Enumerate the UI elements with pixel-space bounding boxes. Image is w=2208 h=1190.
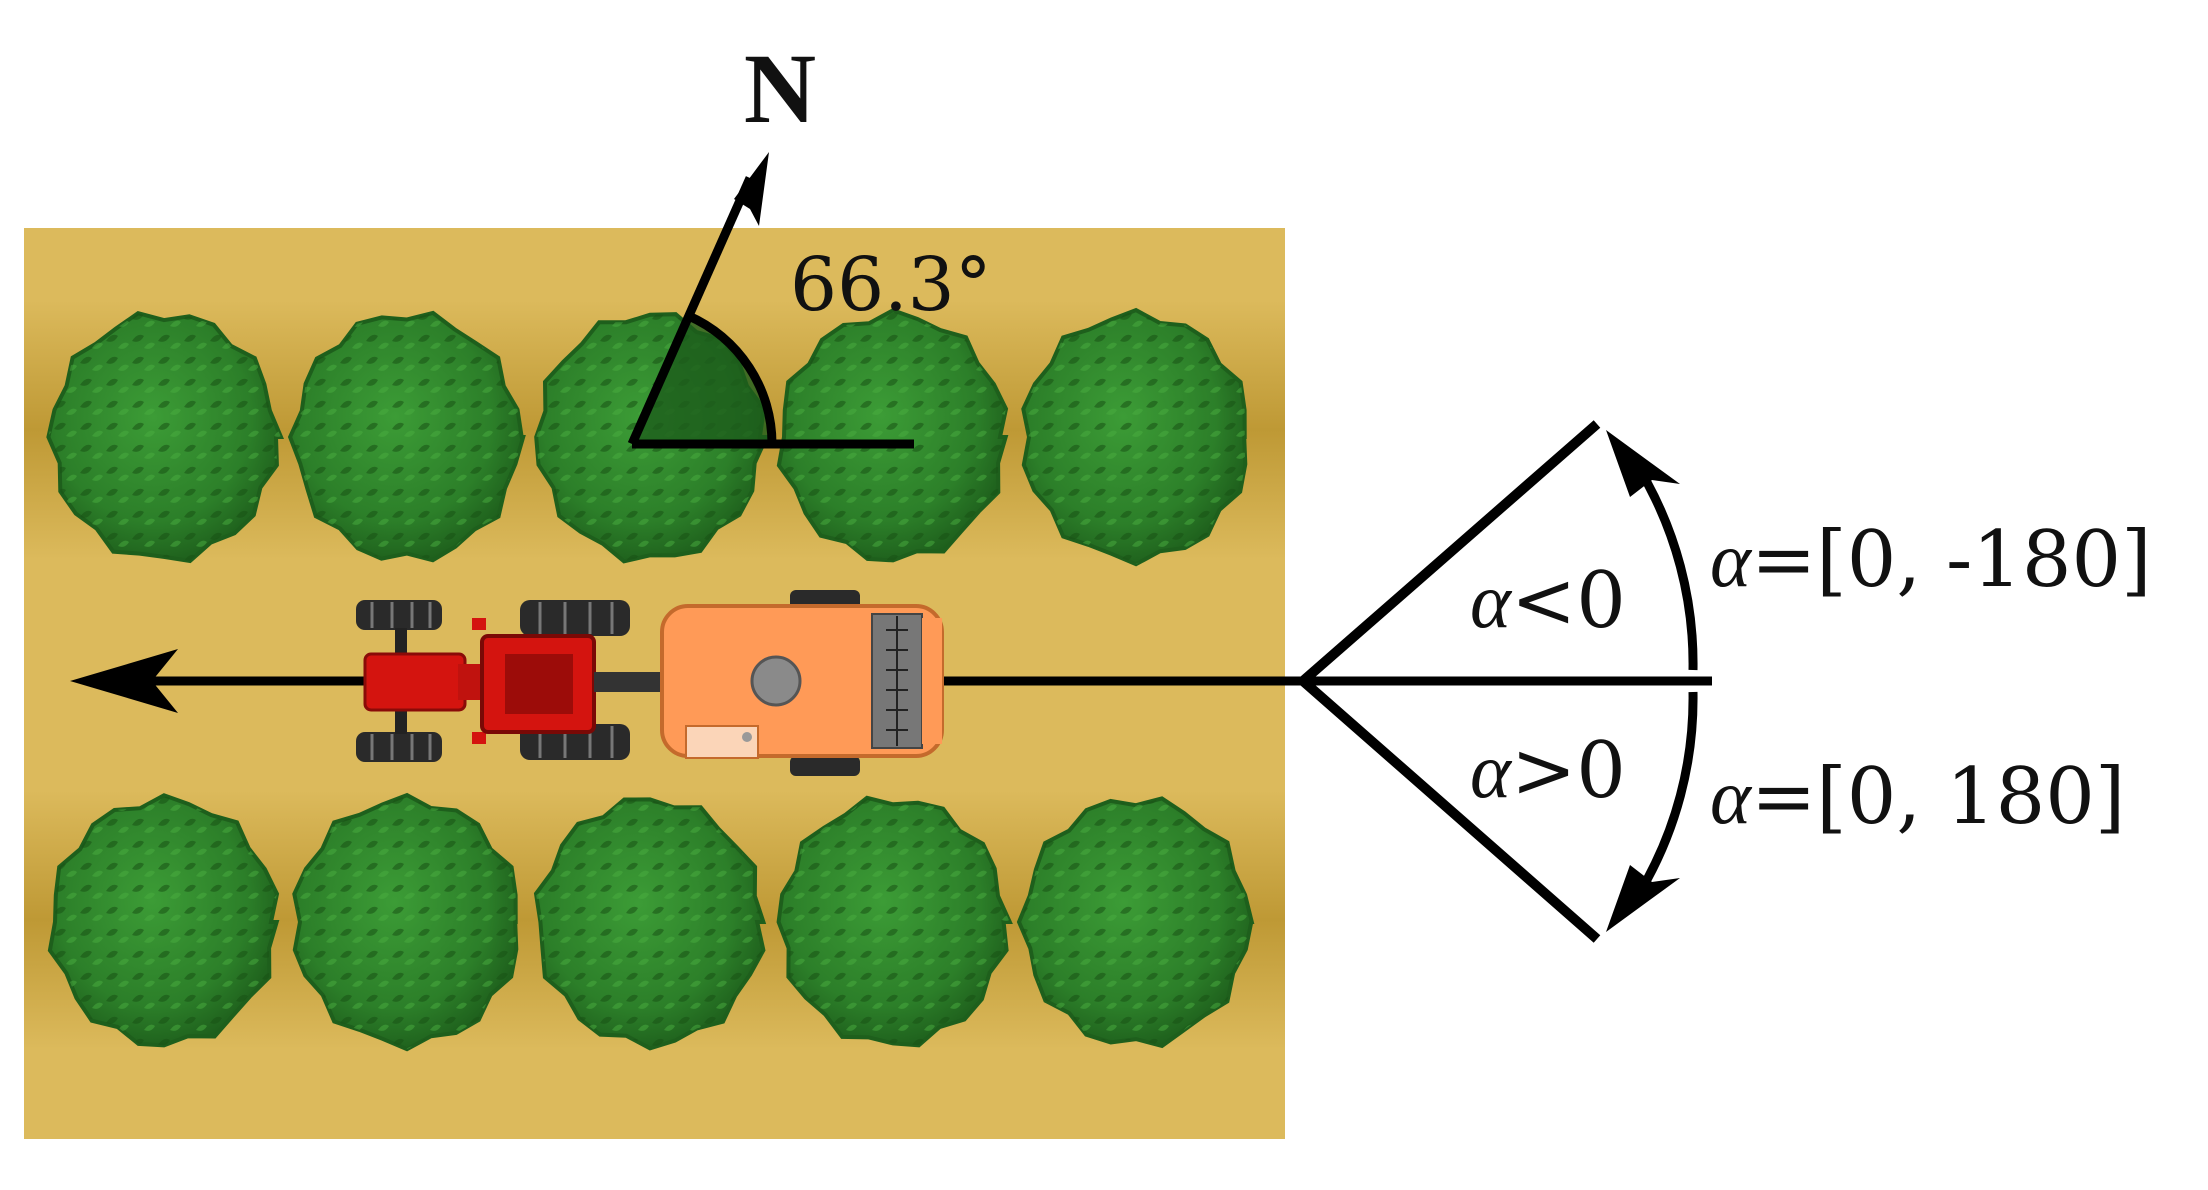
north-arrowhead-icon bbox=[734, 152, 769, 226]
lower-sweep-arrowhead-icon bbox=[1606, 865, 1680, 932]
bush-icon bbox=[1016, 796, 1255, 1049]
upper-sweep-arrowhead-icon bbox=[1606, 430, 1680, 497]
bush-icon bbox=[1021, 307, 1248, 567]
heading-angle-label: 66.3° bbox=[790, 242, 992, 328]
upper-sweep-arc bbox=[1636, 467, 1698, 671]
lower-sweep-arc bbox=[1636, 691, 1698, 895]
alpha-negative-label: α<0 bbox=[1470, 556, 1626, 646]
north-heading-indicator: N 66.3° bbox=[627, 33, 992, 449]
heading-arrowhead-icon bbox=[70, 649, 178, 713]
bush-icon bbox=[533, 797, 767, 1051]
north-line bbox=[627, 176, 755, 446]
bush-icon bbox=[47, 793, 280, 1048]
alpha-positive-label: α>0 bbox=[1470, 726, 1626, 816]
bush-icon bbox=[287, 310, 526, 563]
steering-angle-sectors: α<0 α>0 α=[0, -180] α=[0, 180] bbox=[1298, 420, 2152, 943]
sprayer-icon bbox=[660, 590, 944, 776]
bush-icon bbox=[776, 308, 1009, 563]
bush-rows bbox=[46, 307, 1255, 1052]
alpha-negative-range-label: α=[0, -180] bbox=[1710, 515, 2152, 605]
heading-angle-arc bbox=[686, 311, 777, 445]
heading-angle-sector bbox=[632, 315, 772, 444]
north-label: N bbox=[744, 33, 816, 144]
bush-icon bbox=[292, 792, 519, 1052]
tractor-icon bbox=[356, 600, 664, 762]
bush-icon bbox=[776, 795, 1013, 1048]
alpha-positive-range-label: α=[0, 180] bbox=[1710, 752, 2125, 842]
bush-icon bbox=[46, 311, 285, 564]
